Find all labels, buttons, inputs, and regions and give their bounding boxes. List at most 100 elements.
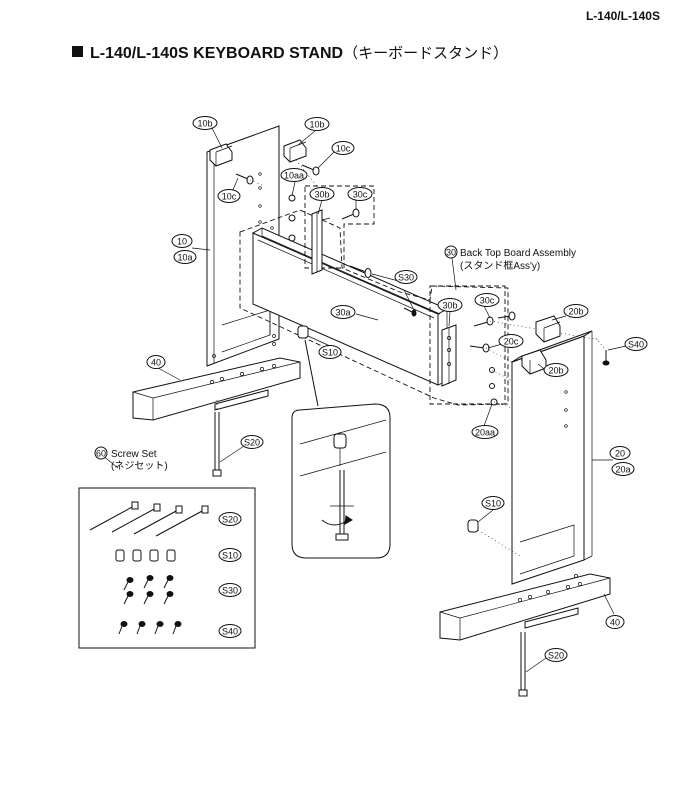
assembly-30-outline: [239, 209, 509, 406]
screw-30c-lower: [473, 316, 494, 327]
svg-text:10b: 10b: [197, 119, 212, 129]
callout-S30: S30: [394, 270, 418, 284]
svg-text:10c: 10c: [222, 192, 237, 202]
callout-10b-left: 10b: [192, 116, 218, 130]
callout-10aa: 10aa: [280, 168, 308, 182]
callout-60: 60: [94, 446, 108, 460]
screw-set-S40-screws: [118, 621, 182, 635]
svg-text:S30: S30: [398, 273, 414, 283]
callout-20b-lower: 20b: [543, 363, 569, 377]
svg-text:30c: 30c: [353, 190, 368, 200]
svg-text:10aa: 10aa: [284, 171, 304, 181]
screw-S40: [602, 350, 610, 366]
svg-text:60: 60: [96, 449, 106, 459]
callout-box-S40: S40: [218, 624, 242, 638]
svg-text:10c: 10c: [336, 144, 351, 154]
callout-20aa: 20aa: [471, 425, 499, 439]
left-foot: [132, 357, 301, 421]
svg-text:10: 10: [177, 237, 187, 247]
fitting-30b-lower: [441, 324, 457, 387]
callout-40-right: 40: [605, 615, 625, 629]
callout-box-S20: S20: [218, 512, 242, 526]
svg-text:S40: S40: [222, 627, 238, 637]
bracket-10b-left: [209, 143, 233, 167]
nuts-10aa: [288, 194, 296, 242]
svg-text:20b: 20b: [568, 307, 583, 317]
svg-text:20c: 20c: [504, 337, 519, 347]
svg-text:20a: 20a: [615, 465, 630, 475]
callout-30: 30: [444, 245, 458, 259]
nuts-20aa: [489, 367, 498, 406]
detail-inset: [291, 403, 391, 559]
callout-30a: 30a: [330, 305, 356, 319]
screw-set-label-jp: (ネジセット): [111, 460, 168, 472]
right-foot: [439, 573, 611, 641]
screw-S30-middle: [349, 265, 372, 278]
svg-text:S20: S20: [222, 515, 238, 525]
callout-30c-lower: 30c: [474, 293, 500, 307]
bolt-S20-left: [212, 400, 222, 477]
page-title: L-140/L-140S KEYBOARD STAND（キーボードスタンド）: [72, 42, 508, 63]
square-bullet-icon: [72, 46, 83, 57]
svg-text:30: 30: [446, 248, 456, 258]
callout-10: 10: [171, 234, 193, 248]
bolt-S20-right: [518, 632, 528, 697]
callout-S20-left: S20: [240, 435, 264, 449]
svg-text:40: 40: [610, 618, 620, 628]
upper-fitting-outline: [304, 185, 375, 269]
callout-S10-right: S10: [481, 496, 505, 510]
svg-text:30b: 30b: [314, 190, 329, 200]
svg-text:20: 20: [615, 449, 625, 459]
screw-set-S10-nuts: [115, 549, 176, 562]
svg-text:S20: S20: [244, 438, 260, 448]
leader-lines: [101, 127, 627, 673]
callout-10c-upper: 10c: [331, 141, 355, 155]
callout-20a: 20a: [611, 462, 635, 476]
screw-set-box: [78, 487, 256, 649]
bracket-10b-right: [283, 139, 307, 163]
svg-text:30a: 30a: [335, 308, 350, 318]
callout-box-S10: S10: [218, 548, 242, 562]
barrel-nut-S10-right: [467, 519, 521, 557]
callout-20b-upper: 20b: [563, 304, 589, 318]
barrel-nut-S10-left: [297, 325, 319, 407]
screw-set-S20-bolts: [89, 501, 209, 537]
svg-text:20aa: 20aa: [475, 428, 495, 438]
title-main: L-140/L-140S KEYBOARD STAND: [90, 45, 344, 62]
callout-40-left: 40: [146, 355, 166, 369]
callout-10c-lower: 10c: [217, 189, 241, 203]
screw-30c-upper: [341, 208, 360, 220]
svg-text:10b: 10b: [309, 120, 324, 130]
svg-text:S40: S40: [628, 340, 644, 350]
screw-set-label-en: Screw Set: [111, 449, 157, 460]
callout-S20-right: S20: [544, 648, 568, 662]
svg-text:S10: S10: [485, 499, 501, 509]
screw-10c-upper: [301, 164, 320, 176]
svg-text:S10: S10: [322, 348, 338, 358]
lower-fitting-outline: [429, 285, 506, 405]
callout-30b-upper: 30b: [309, 187, 335, 201]
svg-text:10a: 10a: [177, 253, 192, 263]
screw-set-S30-screws: [123, 575, 174, 605]
svg-text:S10: S10: [222, 551, 238, 561]
callout-10b-right: 10b: [304, 117, 330, 131]
svg-text:30b: 30b: [442, 301, 457, 311]
svg-text:20b: 20b: [548, 366, 563, 376]
callout-box-S30: S30: [218, 583, 242, 597]
title-japanese: （キーボードスタンド）: [343, 44, 509, 62]
model-number-header: L-140/L-140S: [585, 9, 660, 23]
callout-30c-upper: 30c: [347, 187, 373, 201]
assembly-label-en: Back Top Board Assembly: [460, 248, 576, 259]
assembly-label-jp: (スタンド框Ass'y): [460, 259, 540, 272]
svg-text:S20: S20: [548, 651, 564, 661]
svg-text:S30: S30: [222, 586, 238, 596]
callout-20c: 20c: [498, 334, 524, 348]
callout-10a: 10a: [173, 250, 197, 264]
callout-30b-lower: 30b: [437, 298, 463, 312]
callout-S40: S40: [624, 337, 648, 351]
svg-text:40: 40: [151, 358, 161, 368]
bracket-20b: [521, 315, 561, 375]
callout-20: 20: [609, 446, 631, 460]
svg-text:30c: 30c: [480, 296, 495, 306]
